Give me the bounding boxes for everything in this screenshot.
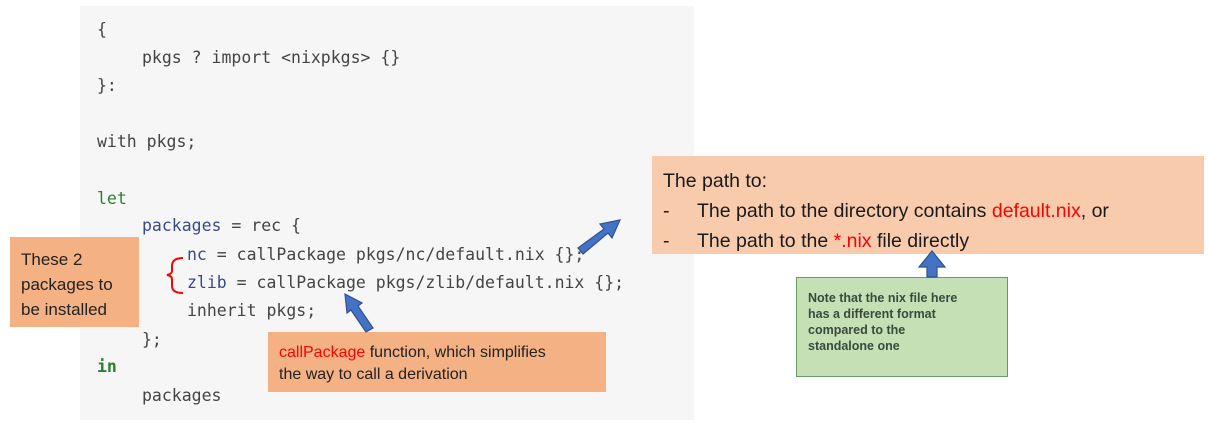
code-packages-rest: = rec { [221, 216, 301, 235]
code-with-line: with pkgs; [97, 132, 197, 151]
code-packages-return: packages [142, 386, 222, 405]
code-zlib-line: zlib = callPackage pkgs/zlib/default.nix… [187, 273, 624, 293]
path-item2-text: The path to the [697, 230, 834, 252]
callpackage-callout: callPackage function, which simplifies t… [268, 332, 606, 392]
code-zlib-name: zlib [187, 273, 227, 292]
callpackage-callout-rest: function, which simplifies [365, 344, 546, 361]
code-end-rec: }; [142, 330, 162, 349]
arrow-up-left-icon [344, 292, 374, 333]
path-explanation-box: The path to: - The path to the directory … [652, 156, 1204, 254]
code-open-brace: { [97, 20, 107, 39]
code-inherit-line: inherit pkgs; [187, 301, 317, 320]
path-item1-tail: , or [1080, 200, 1109, 222]
path-item1-highlight: default.nix [991, 200, 1081, 222]
note-box: Note that the nix file here has a differ… [796, 277, 1008, 377]
path-item2-tail: file directly [871, 230, 970, 252]
code-zlib-rest: = callPackage pkgs/zlib/default.nix {}; [226, 273, 625, 292]
code-close-brace: }: [97, 76, 117, 95]
path-box-item-file: - The path to the *.nix file directly [663, 226, 1204, 256]
callpackage-callout-line1: callPackage function, which simplifies [279, 342, 606, 364]
bullet-dash: - [663, 230, 670, 252]
code-let-keyword: let [97, 189, 127, 208]
arrow-up-right-icon [577, 219, 622, 255]
path-item2-highlight: *.nix [833, 230, 872, 252]
code-packages-name: packages [142, 216, 222, 235]
code-packages-line: packages = rec { [142, 216, 301, 236]
path-item1-text: The path to the directory contains [697, 200, 992, 222]
arrow-up-icon [917, 250, 947, 278]
callpackage-callout-line2: the way to call a derivation [279, 366, 468, 383]
code-in-keyword: in [97, 357, 117, 376]
code-nc-name: nc [187, 245, 207, 264]
code-pkgs-param: pkgs ? import <nixpkgs> {} [142, 48, 401, 67]
red-brace-icon [166, 257, 184, 294]
code-nc-rest: = callPackage pkgs/nc/default.nix {}; [206, 245, 585, 264]
path-box-item-directory: - The path to the directory contains defa… [663, 196, 1204, 226]
code-nc-line: nc = callPackage pkgs/nc/default.nix {}; [187, 245, 584, 265]
callpackage-highlight: callPackage [279, 344, 366, 361]
path-box-title: The path to: [663, 170, 768, 192]
installed-packages-callout: These 2 packages to be installed [10, 237, 139, 327]
bullet-dash: - [663, 200, 670, 222]
